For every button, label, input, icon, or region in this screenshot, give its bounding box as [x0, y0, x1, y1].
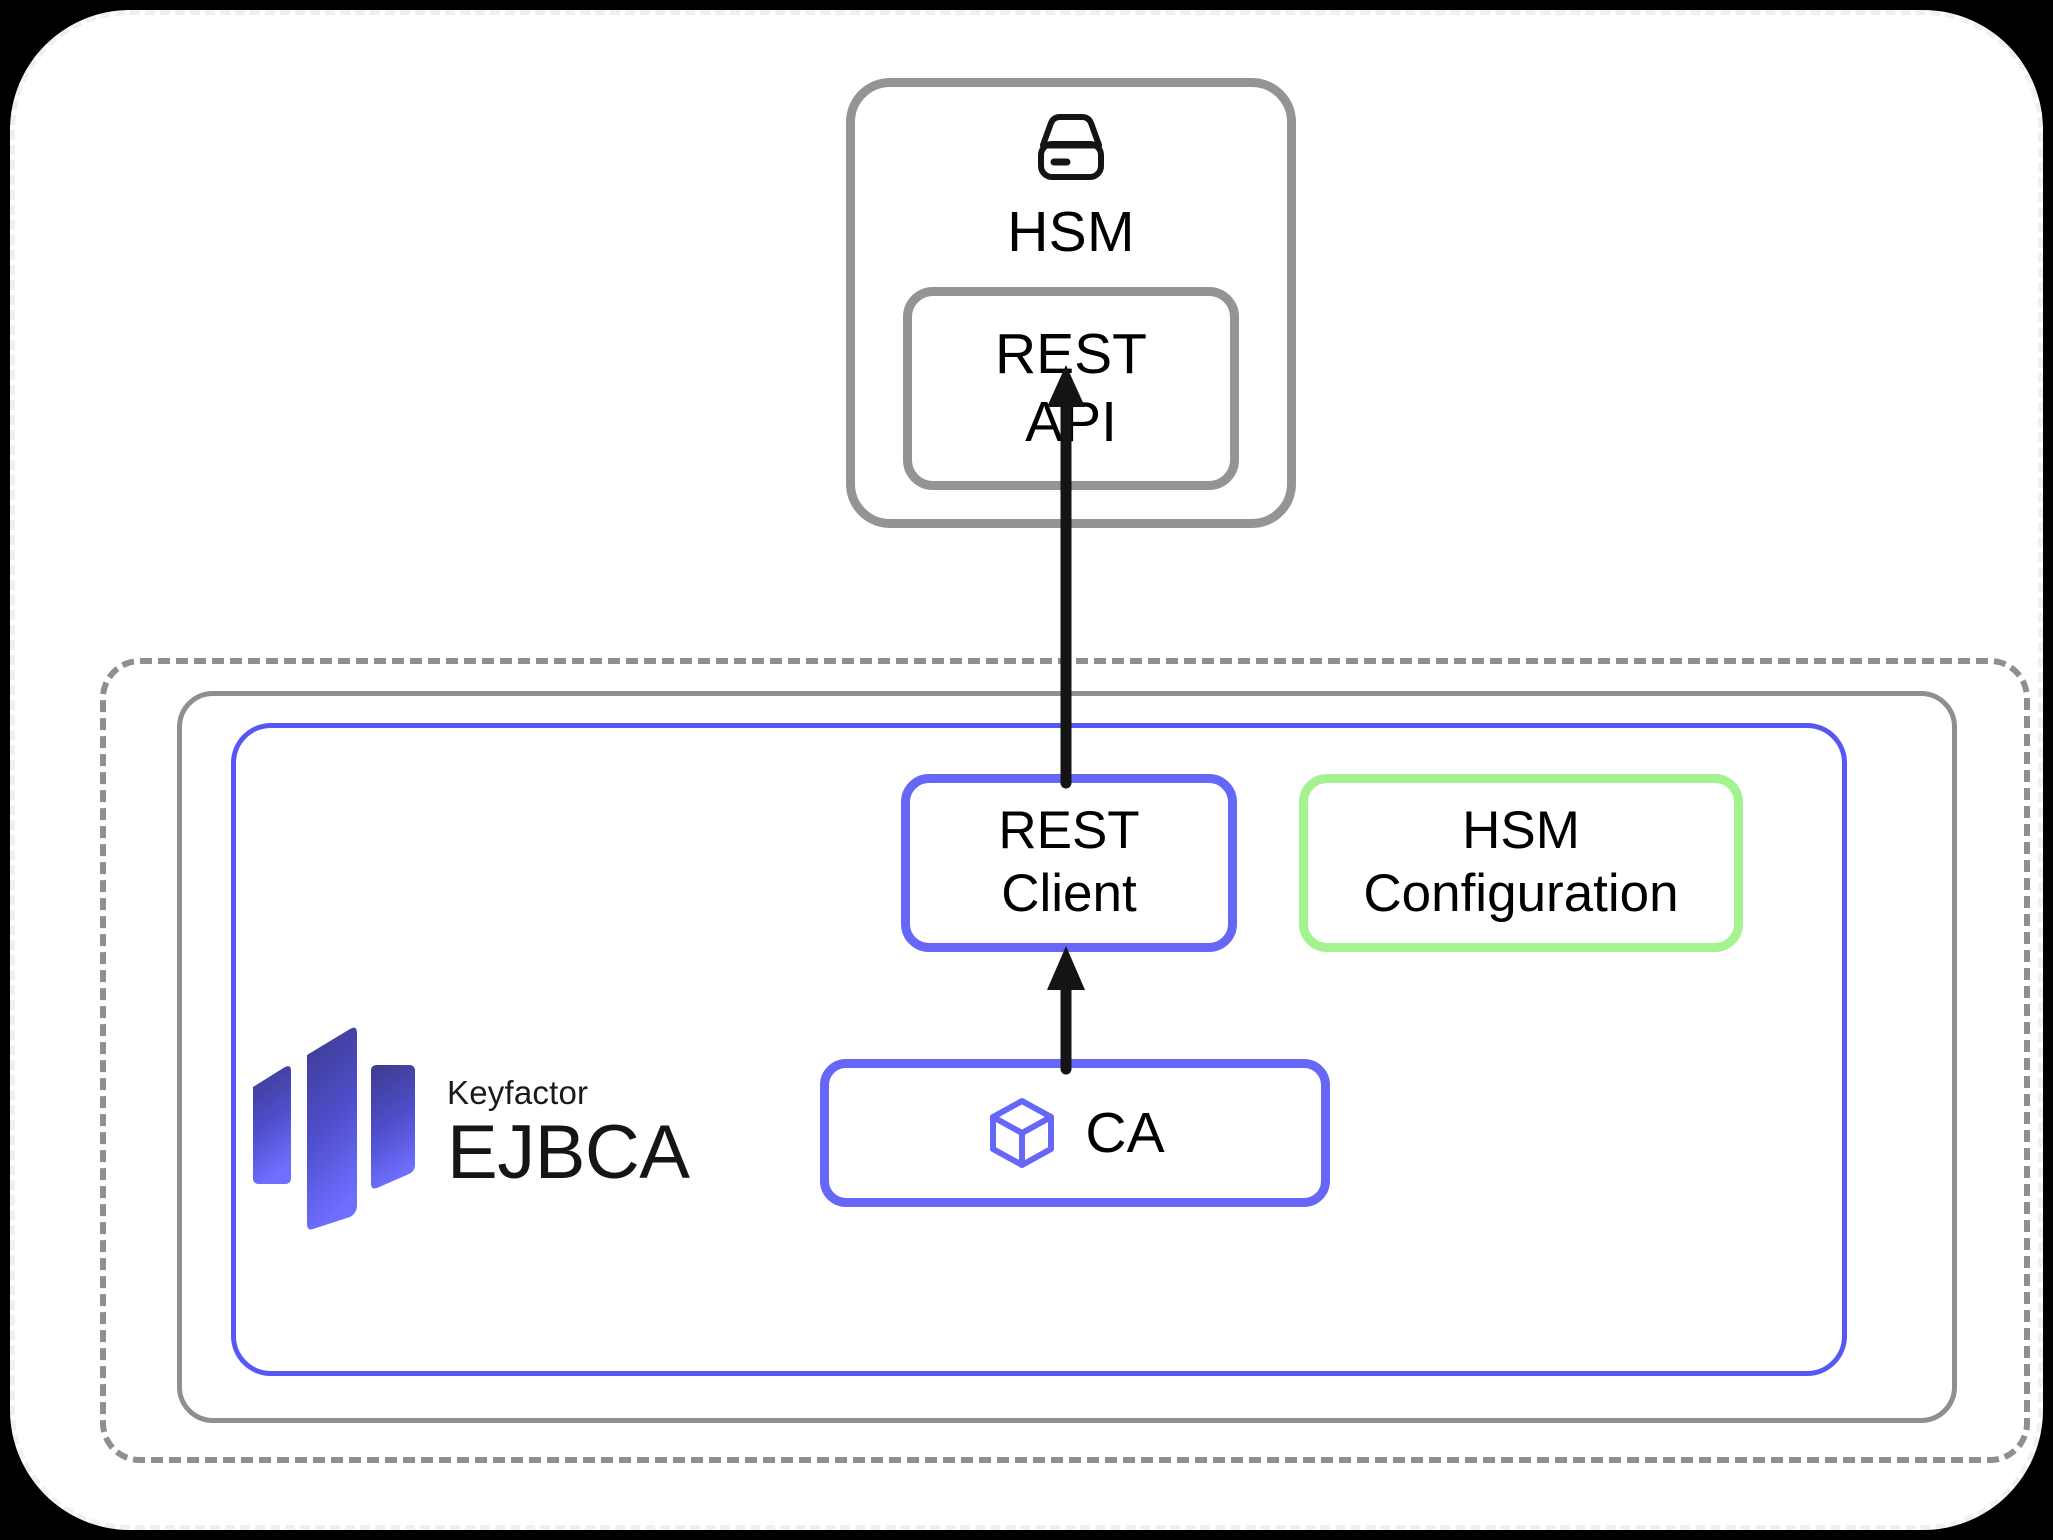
ejbca-product-text: EJBCA — [447, 1109, 690, 1195]
cube-icon — [990, 1098, 1055, 1168]
hsm-configuration-line-1: HSM — [1462, 801, 1580, 861]
arrow-ca-to-rest-client — [1047, 946, 1085, 1075]
arrow-rest-client-to-rest-api — [1047, 365, 1085, 789]
rest-client-line-2: Client — [1001, 864, 1137, 923]
keyfactor-bars-icon — [253, 1027, 415, 1229]
hsm-configuration-line-2: Configuration — [1363, 864, 1679, 923]
hsm-label: HSM — [1007, 200, 1135, 264]
rest-client-line-1: REST — [998, 801, 1140, 861]
ca-label: CA — [1085, 1101, 1165, 1165]
hsm-configuration-box[interactable]: HSM Configuration — [1299, 774, 1743, 952]
ca-box[interactable]: CA — [820, 1059, 1330, 1207]
diagram-canvas: HSM REST API Keyfactor — [10, 10, 2043, 1530]
ejbca-application-container — [231, 723, 1847, 1376]
hard-drive-icon — [1038, 114, 1104, 180]
rest-client-box[interactable]: REST Client — [901, 774, 1237, 952]
ejbca-wordmark: Keyfactor EJBCA — [447, 1073, 690, 1195]
rest-api-line-1: REST — [994, 322, 1148, 387]
keyfactor-brand-text: Keyfactor — [447, 1073, 589, 1111]
keyfactor-ejbca-logo: Keyfactor EJBCA — [247, 1015, 737, 1245]
